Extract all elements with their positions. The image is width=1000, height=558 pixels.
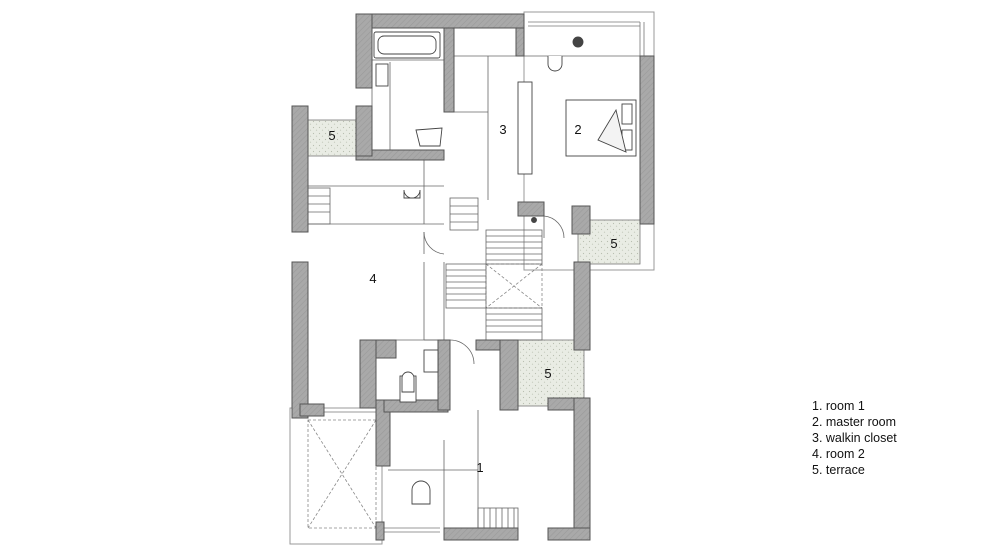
legend-item: 3. walkin closet (812, 431, 897, 445)
legend-item: 5. terrace (812, 463, 865, 477)
terrace-middle (517, 339, 585, 407)
walls (291, 13, 655, 541)
label-room-4: 4 (369, 271, 376, 286)
label-terrace-top-left: 5 (328, 128, 335, 143)
legend-item: 1. room 1 (812, 399, 865, 413)
balcony-rails (306, 21, 645, 533)
sink (375, 63, 389, 87)
drain (572, 36, 584, 48)
legend: 1. room 1 2. master room 3. walkin close… (812, 398, 897, 478)
stair-void (485, 263, 543, 309)
outline-lines (289, 11, 655, 545)
legend-item: 2. master room (812, 415, 897, 429)
shower (423, 349, 439, 373)
label-terrace-right: 5 (610, 236, 617, 251)
wardrobe (517, 81, 533, 175)
wc-master (547, 56, 563, 72)
fixtures (373, 31, 637, 505)
label-room-2: 2 (574, 122, 581, 137)
void-cross (307, 419, 377, 529)
label-room-3: 3 (499, 122, 506, 137)
terrace-areas (305, 119, 641, 407)
label-terrace-middle: 5 (544, 366, 551, 381)
legend-item: 4. room 2 (812, 447, 865, 461)
toilet-top (415, 127, 443, 147)
terrace-top-left (305, 119, 357, 157)
terrace-right (577, 219, 641, 265)
label-room-1: 1 (476, 460, 483, 475)
wc-room1 (411, 480, 431, 505)
interior-lines (308, 55, 640, 528)
wc-room2 (403, 189, 421, 199)
